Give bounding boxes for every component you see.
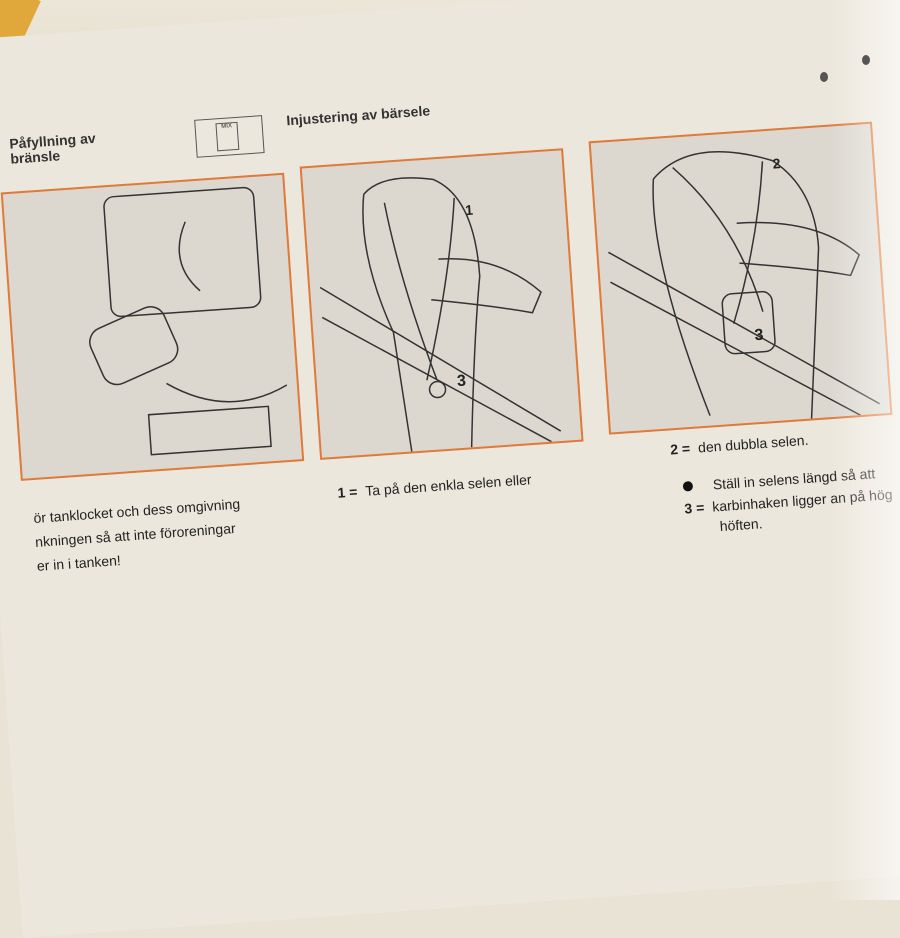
bullet-icon (682, 480, 694, 492)
fuel-illustration-panel (0, 172, 305, 481)
fuel-pump-mix-icon: MIX (194, 115, 265, 158)
fuel-heading-line2: bränsle (9, 147, 61, 167)
item-text: den dubbla selen. (697, 431, 809, 456)
item-1: 1 = Ta på den enkla selen eller (337, 471, 532, 501)
callout-3: 3 (456, 372, 467, 391)
light-glare (830, 0, 900, 900)
item-number: 1 = (336, 483, 358, 501)
item-text: Ta på den enkla selen eller (364, 471, 533, 499)
callout-3: 3 (753, 326, 765, 345)
item-number: 3 = (683, 499, 705, 517)
fuel-instructions: ör tanklocket och dess omgivning nkninge… (33, 492, 245, 578)
binder-hole (820, 72, 828, 82)
single-harness-panel: 1 3 (299, 148, 584, 460)
harness-heading: Injustering av bärsele (285, 102, 431, 129)
fuel-heading: Påfyllning av bränsle (9, 130, 97, 167)
double-harness-panel: 2 3 (588, 121, 893, 435)
item-number: 2 = (669, 440, 691, 458)
binder-hole (862, 55, 870, 65)
callout-2: 2 (772, 155, 781, 172)
item-2: 2 = den dubbla selen. (670, 432, 809, 458)
callout-1: 1 (464, 201, 474, 219)
